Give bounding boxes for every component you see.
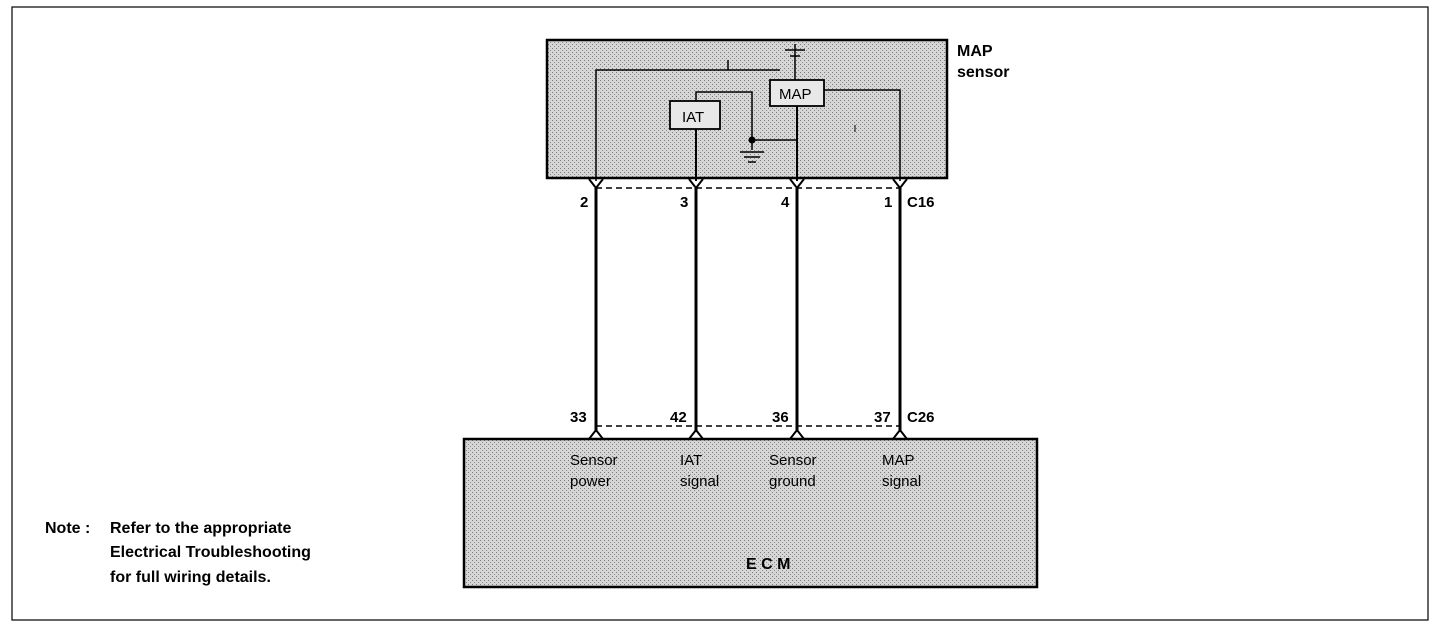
ecm-box	[462, 437, 1039, 589]
c26-connector-id: C26	[907, 409, 935, 426]
ecm-name: E C M	[746, 556, 790, 573]
c26-pin-4: 37	[874, 409, 891, 426]
connector-c26	[588, 425, 908, 440]
c16-pin-2: 3	[680, 194, 688, 211]
sensor-name-line2: sensor	[957, 64, 1009, 81]
ecm-signal-4-line2: signal	[882, 473, 921, 490]
connector-c16	[588, 178, 908, 190]
map-sensor-box	[545, 38, 949, 181]
c16-pin-4: 1	[884, 194, 892, 211]
sensor-name-line1: MAP	[957, 43, 993, 60]
ecm-signal-2-line2: signal	[680, 473, 719, 490]
iat-element-label: IAT	[682, 109, 704, 126]
c16-pin-3: 4	[781, 194, 790, 211]
c16-connector-id: C16	[907, 194, 935, 211]
diagram-frame	[11, 6, 1429, 621]
ecm-signal-1-line1: Sensor	[570, 452, 618, 469]
ecm-signal-3-line1: Sensor	[769, 452, 817, 469]
c26-pin-1: 33	[570, 409, 587, 426]
c26-pin-2: 42	[670, 409, 687, 426]
ecm-signal-1-line2: power	[570, 473, 611, 490]
c26-pin-3: 36	[772, 409, 789, 426]
ecm-signal-4-line1: MAP	[882, 452, 915, 469]
c16-pin-1: 2	[580, 194, 588, 211]
harness-wires	[594, 188, 902, 432]
ecm-signal-3-line2: ground	[769, 473, 816, 490]
note-line-1: Refer to the appropriate	[110, 520, 291, 537]
note-line-3: for full wiring details.	[110, 569, 271, 586]
map-element-label: MAP	[779, 86, 812, 103]
note-line-2: Electrical Troubleshooting	[110, 544, 311, 561]
ecm-signal-2-line1: IAT	[680, 452, 702, 469]
note-prefix: Note :	[45, 520, 90, 537]
